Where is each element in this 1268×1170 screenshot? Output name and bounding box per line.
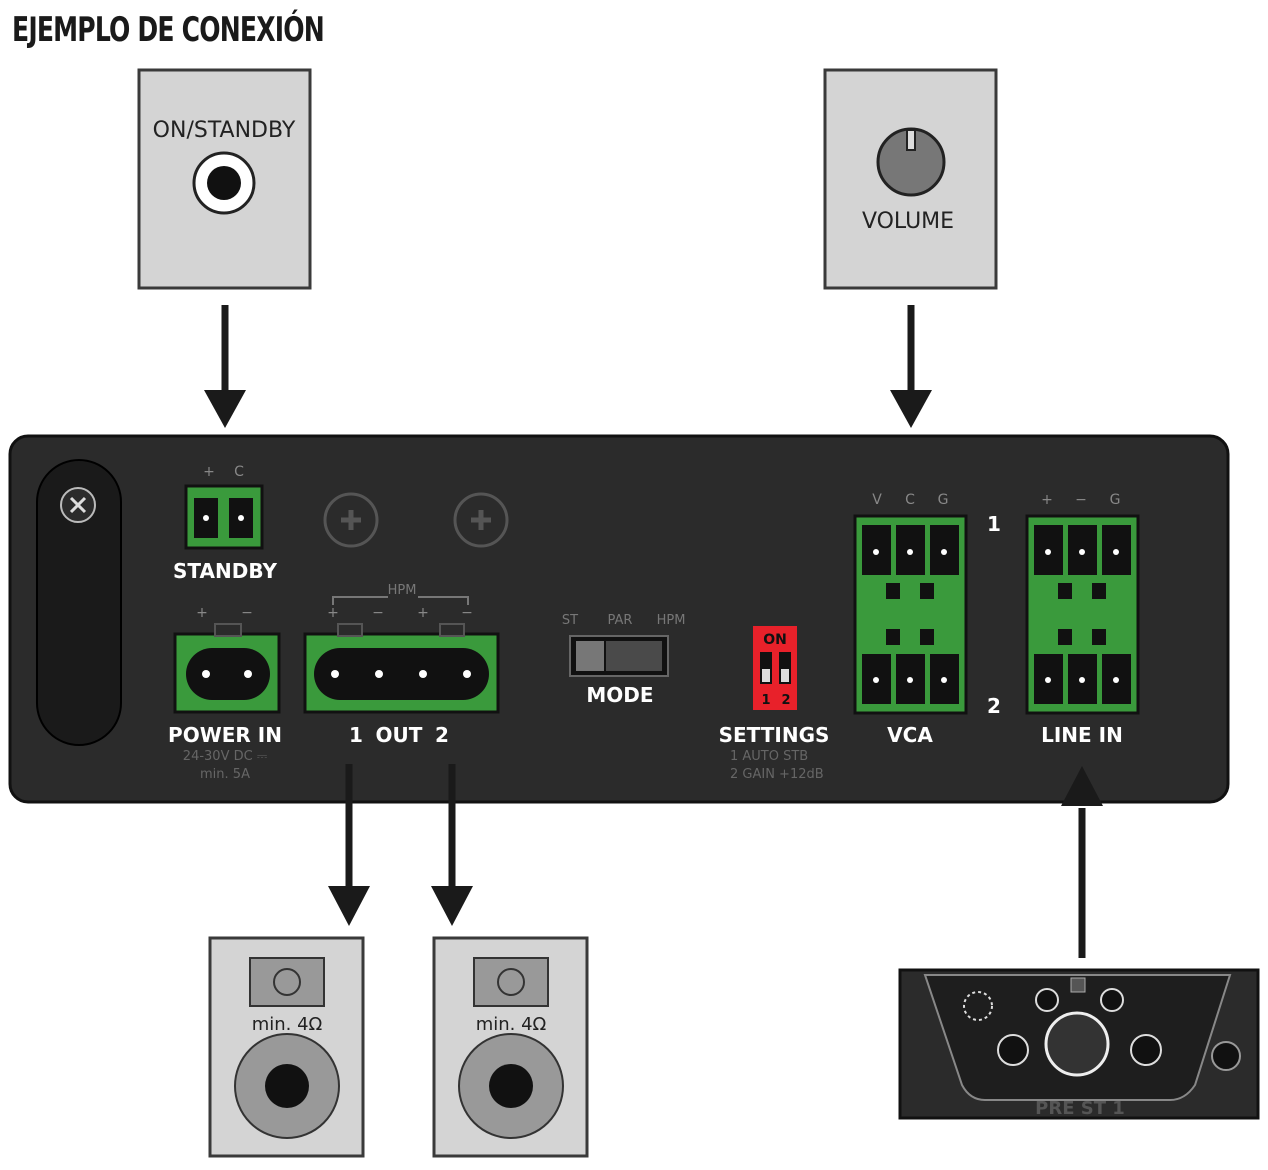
vca-label: VCA xyxy=(887,723,933,747)
preamp-main-knob-icon xyxy=(1044,1011,1110,1077)
arrow-out-2 xyxy=(431,764,473,926)
preamp-knob-icon xyxy=(963,991,993,1021)
mode-option-st: ST xyxy=(562,613,578,628)
settings-switch-2-label: 2 xyxy=(781,693,790,708)
preamp-button-icon xyxy=(1100,988,1124,1012)
arrow-out-1 xyxy=(328,764,370,926)
speaker-2-impedance-label: min. 4Ω xyxy=(476,1014,547,1035)
out-pin-label: − xyxy=(372,605,384,621)
speaker-1-impedance-label: min. 4Ω xyxy=(252,1014,323,1035)
volume-box: VOLUME xyxy=(823,68,998,290)
settings-label: SETTINGS xyxy=(719,723,830,747)
standby-label: STANDBY xyxy=(173,559,277,583)
power-in-spec-voltage: 24-30V DC ⎓ xyxy=(183,749,267,764)
preamp-jack-icon xyxy=(1211,1041,1241,1071)
amplifier-panel: + C STANDBY + − POWER IN 24-30V DC ⎓ min… xyxy=(8,434,1230,804)
mode-label: MODE xyxy=(586,683,653,707)
power-pin-label: + xyxy=(196,605,208,621)
standby-pin-label: C xyxy=(234,464,244,480)
power-pin-label: − xyxy=(241,605,253,621)
line-in-pin-label: + xyxy=(1041,492,1053,508)
mode-option-par: PAR xyxy=(608,613,633,628)
arrow-volume xyxy=(890,305,932,428)
preamp-pre-st1: PRE ST 1 xyxy=(898,968,1260,1120)
out-pin-label: − xyxy=(461,605,473,621)
power-in-label: POWER IN xyxy=(168,723,282,747)
vca-connector xyxy=(853,514,968,715)
settings-line-2: 2 GAIN +12dB xyxy=(730,767,824,782)
preamp-knob-icon xyxy=(1130,1034,1162,1066)
preamp-button-icon xyxy=(1035,988,1059,1012)
standby-pin-label: + xyxy=(203,464,215,480)
line-in-pin-label: − xyxy=(1075,492,1087,508)
speaker-1: min. 4Ω xyxy=(208,936,365,1158)
settings-on-label: ON xyxy=(763,632,787,648)
arrow-standby xyxy=(204,305,246,428)
settings-switch-1-label: 1 xyxy=(761,693,770,708)
out-pin-label: + xyxy=(327,605,339,621)
on-standby-label: ON/STANDBY xyxy=(153,118,296,143)
speaker-2: min. 4Ω xyxy=(432,936,589,1158)
line-in-pin-label: G xyxy=(1110,492,1121,508)
out-channel-2-label: 2 xyxy=(435,723,449,747)
out-pin-label: + xyxy=(417,605,429,621)
mode-option-hpm: HPM xyxy=(657,613,686,628)
volume-label: VOLUME xyxy=(862,209,954,234)
vca-pin-label: V xyxy=(872,492,882,508)
channel-1-label: 1 xyxy=(987,512,1001,536)
settings-line-1: 1 AUTO STB xyxy=(730,749,808,764)
on-standby-box: ON/STANDBY xyxy=(137,68,312,290)
line-in-connector xyxy=(1025,514,1140,715)
hpm-bridge-label: HPM xyxy=(388,583,417,598)
preamp-knob-icon xyxy=(997,1034,1029,1066)
out-channel-1-label: 1 xyxy=(349,723,363,747)
channel-2-label: 2 xyxy=(987,694,1001,718)
vca-pin-label: G xyxy=(938,492,949,508)
power-in-spec-current: min. 5A xyxy=(200,767,250,782)
out-label: OUT xyxy=(376,723,423,747)
page-title: EJEMPLO DE CONEXIÓN xyxy=(12,10,325,50)
vca-pin-label: C xyxy=(905,492,915,508)
preamp-label: PRE ST 1 xyxy=(1035,1098,1125,1119)
arrow-line-in xyxy=(1061,766,1103,958)
line-in-label: LINE IN xyxy=(1041,723,1123,747)
panel-handle xyxy=(36,459,122,746)
